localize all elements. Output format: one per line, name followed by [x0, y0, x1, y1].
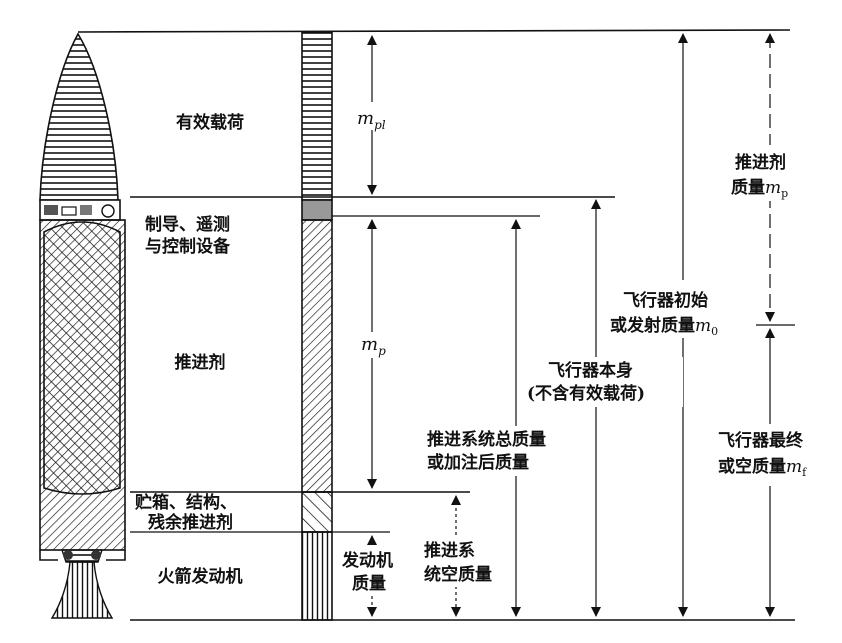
engine-nozzle — [50, 561, 114, 619]
engine-mass-label-1: 发动机 — [341, 550, 393, 571]
section-labels: 有效载荷 制导、遥测 与控制设备 推进剂 贮箱、结构、 残余推进剂 火箭发动机 — [134, 106, 256, 587]
vehicle-label-2: (不含有效载荷) — [527, 383, 645, 404]
prop-total-label-2: 或加注后质量 — [427, 452, 529, 473]
prop-total-label-1: 推进系统总质量 — [427, 429, 546, 450]
reference-lines — [77, 29, 795, 621]
rocket-drawing — [39, 32, 126, 619]
dimension-labels: mpl mp 发动机 质量 推进系 统空质量 推进系统总质量 或加注后质量 飞行… — [340, 102, 832, 595]
label-guidance-1: 制导、遥测 — [145, 214, 230, 235]
prop-mass-label-2: 质量mp — [731, 177, 788, 200]
label-guidance-2: 与控制设备 — [145, 236, 231, 257]
final-mass-label-2: 或空质量mf — [718, 456, 807, 479]
label-tanks-2: 残余推进剂 — [148, 512, 233, 533]
label-payload: 有效载荷 — [176, 112, 244, 133]
propellant-mass-symbol: mp — [361, 334, 386, 358]
initial-mass-label-1: 飞行器初始 — [623, 290, 708, 311]
engine-mass-label-2: 质量 — [352, 573, 386, 594]
label-engine: 火箭发动机 — [158, 566, 243, 587]
label-tanks-1: 贮箱、结构、 — [134, 492, 237, 513]
final-mass-label-1: 飞行器最终 — [718, 430, 804, 451]
label-propellant: 推进剂 — [175, 352, 226, 373]
nose-cone — [39, 32, 119, 201]
prop-empty-label-1: 推进系 — [424, 540, 475, 561]
prop-mass-label-1: 推进剂 — [735, 152, 786, 173]
vehicle-label-1: 飞行器本身 — [548, 360, 633, 381]
payload-mass-symbol: mpl — [357, 108, 386, 132]
prop-empty-label-2: 统空质量 — [424, 564, 492, 585]
initial-mass-label-2: 或发射质量m0 — [610, 315, 718, 338]
